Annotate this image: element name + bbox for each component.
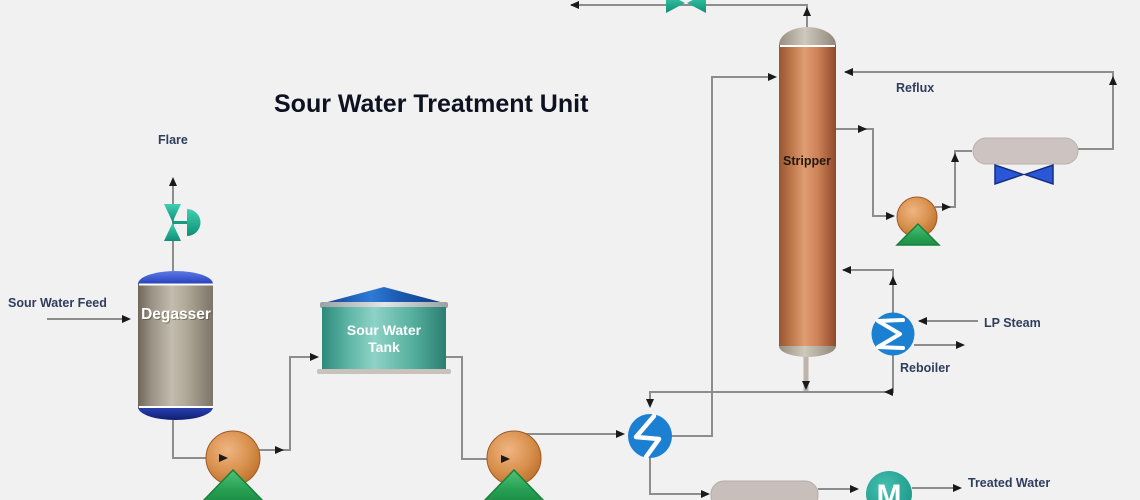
flow-arrow: [942, 203, 951, 211]
pump-base: [202, 468, 264, 500]
pipe-tank-outlet: [446, 356, 508, 460]
flow-arrow: [646, 399, 654, 408]
reboiler-exchanger[interactable]: [871, 312, 915, 356]
pipes: [47, 4, 1114, 495]
motor-pump[interactable]: M: [866, 471, 912, 500]
flow-arrow: [953, 484, 962, 492]
valve-top-wedge: [164, 204, 181, 222]
flow-arrow: [850, 485, 859, 493]
degasser-shell: [138, 284, 213, 408]
tank-rim: [320, 302, 448, 308]
flow-arrow: [1109, 76, 1117, 85]
flow-arrow: [219, 454, 228, 462]
flow-arrow: [616, 430, 625, 438]
stripper-label: Stripper: [783, 154, 831, 168]
flow-arrow: [122, 315, 131, 323]
tank-roof: [320, 287, 448, 304]
valve-left-wedge: [666, 0, 685, 13]
degasser-label-shadow: Degasser: [142, 307, 212, 324]
flow-arrow: [768, 73, 777, 81]
pipe-overhead-gas: [571, 4, 808, 27]
flow-arrow: [842, 266, 851, 274]
flow-arrow: [858, 125, 867, 133]
overhead-valve-icon[interactable]: [666, 0, 706, 13]
pump-casing: [866, 471, 912, 500]
flow-arrow: [701, 490, 710, 498]
treated-water-label: Treated Water: [968, 476, 1050, 490]
flow-arrow: [918, 317, 927, 325]
flow-arrow: [169, 177, 177, 186]
zigzag-coil-icon: [876, 318, 905, 350]
pump-base: [483, 468, 545, 500]
overhead-cooler[interactable]: [972, 137, 1079, 186]
sour-water-feed-label: Sour Water Feed: [8, 296, 107, 310]
flow-arrow: [884, 388, 893, 396]
stripper-column[interactable]: Stripper: [779, 27, 836, 357]
flow-arrow: [570, 1, 579, 9]
tank-base: [317, 369, 451, 374]
feed-bottoms-exchanger[interactable]: [628, 413, 672, 460]
flow-arrow: [802, 381, 810, 390]
flow-arrow: [501, 455, 510, 463]
valve-bottom-wedge: [164, 223, 181, 241]
reflux-label: Reflux: [896, 81, 934, 95]
flow-arrow: [951, 153, 959, 162]
pipe-reboiler-vapor-return: [843, 269, 894, 313]
cooler-fan-icon: [994, 163, 1054, 186]
bottoms-drum[interactable]: [710, 480, 819, 500]
flow-arrow: [956, 341, 965, 349]
pipe-feed-pump-discharge: [259, 356, 317, 451]
page-title: Sour Water Treatment Unit: [274, 90, 589, 118]
zigzag-coil-icon: [633, 413, 662, 460]
pipe-bottoms-header: [649, 355, 894, 406]
pipe-preheated-feed: [671, 76, 775, 437]
pipe-reflux-draw: [836, 128, 893, 217]
stripper-shell: [779, 45, 836, 346]
flow-arrows: [122, 1, 1117, 498]
valve-actuator: [187, 209, 201, 236]
flow-arrow: [803, 7, 811, 16]
tank-shell: [322, 307, 446, 370]
flow-arrow: [844, 68, 853, 76]
flow-arrow: [886, 212, 895, 220]
degasser-vessel[interactable]: Degasser Degasser: [138, 271, 213, 420]
valve-right-wedge: [687, 0, 706, 13]
pipe-exchanger-outlet: [649, 457, 708, 495]
flow-arrow: [310, 353, 319, 361]
motor-pump-label: M: [877, 479, 902, 500]
degasser-label: Degasser: [141, 306, 211, 323]
flow-arrow: [275, 446, 284, 454]
flare-label: Flare: [158, 133, 188, 147]
pump-base: [895, 222, 941, 246]
cooler-drum: [972, 137, 1079, 165]
stripper-top-dome: [779, 27, 836, 45]
reboiler-label: Reboiler: [900, 361, 950, 375]
drum-shell: [710, 480, 819, 500]
tank-label-line1: Sour Water: [347, 322, 422, 338]
flare-valve-icon[interactable]: [164, 204, 201, 241]
feed-pump[interactable]: [202, 430, 264, 500]
flow-arrow: [889, 276, 897, 285]
transfer-pump[interactable]: [483, 430, 545, 500]
lp-steam-label: LP Steam: [984, 316, 1041, 330]
sour-water-tank[interactable]: Sour Water Tank: [317, 287, 451, 374]
reflux-pump[interactable]: [895, 196, 941, 246]
pipe-reflux-return: [845, 71, 1114, 150]
tank-label-line2: Tank: [368, 339, 400, 355]
